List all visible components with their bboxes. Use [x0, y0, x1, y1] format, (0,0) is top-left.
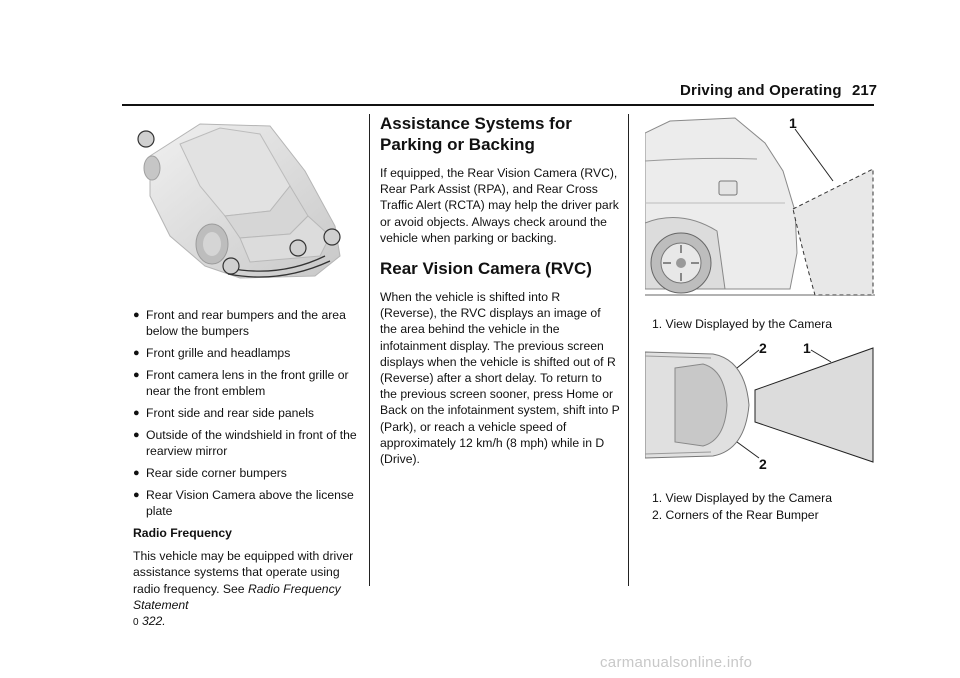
list-item: ●Outside of the windshield in front of t…: [133, 428, 357, 458]
list-item: ●Front side and rear side panels: [133, 406, 315, 420]
column-divider-left: [369, 114, 370, 586]
watermark-text: carmanualsonline.info: [600, 654, 753, 671]
rvc-paragraph: When the vehicle is shifted into R (Reve…: [380, 290, 620, 467]
figure-2-caption-1: 1. View Displayed by the Camera: [652, 491, 832, 505]
radio-frequency-heading: Radio Frequency: [133, 526, 232, 540]
section-heading-rear-vision-camera: Rear Vision Camera (RVC): [380, 259, 592, 279]
parking-assist-column: Assistance Systems for Parking or Backin…: [380, 113, 620, 467]
header-rule: [122, 104, 874, 106]
page-reference-icon: 0: [133, 617, 139, 629]
section-heading-assistance-systems: Assistance Systems for Parking or Backin…: [380, 114, 572, 154]
bullet-icon: ●: [133, 489, 140, 501]
page-reference[interactable]: 322.: [141, 614, 166, 629]
list-item: ●Front camera lens in the front grille o…: [133, 368, 349, 398]
sensor-location-list: ●Front and rear bumpers and the area bel…: [133, 307, 361, 631]
running-header-title: Driving and Operating: [680, 82, 842, 99]
bullet-icon: ●: [133, 309, 140, 321]
assistance-paragraph: If equipped, the Rear Vision Camera (RVC…: [380, 166, 619, 245]
column-divider-right: [628, 114, 629, 586]
list-item: ●Front and rear bumpers and the area bel…: [133, 308, 346, 338]
callout-1-top: 1: [803, 340, 811, 356]
bullet-icon: ●: [133, 407, 140, 419]
callout-2-top: 2: [759, 340, 767, 356]
figure-2-captions: 1. View Displayed by the Camera 2. Corne…: [652, 490, 832, 524]
list-item: ●Front grille and headlamps: [133, 346, 291, 360]
bullet-icon: ●: [133, 467, 140, 479]
bullet-icon: ●: [133, 369, 140, 381]
figure-1-caption: 1. View Displayed by the Camera: [652, 317, 832, 331]
rear-camera-top-view-figure: 2 1 2: [644, 340, 875, 472]
bullet-icon: ●: [133, 429, 140, 441]
figure-2-caption-2: 2. Corners of the Rear Bumper: [652, 508, 819, 522]
list-item: ●Rear side corner bumpers: [133, 466, 287, 480]
bullet-icon: ●: [133, 347, 140, 359]
list-item: ●Rear Vision Camera above the license pl…: [133, 488, 354, 518]
rear-camera-side-view-figure: 1: [644, 113, 875, 299]
radio-frequency-paragraph: This vehicle may be equipped with driver…: [133, 549, 354, 629]
page-number: 217: [852, 82, 878, 99]
radio-frequency-link[interactable]: Radio Frequency Statement: [133, 581, 341, 612]
car-sensor-locations-figure: [130, 116, 360, 288]
callout-2-bottom: 2: [759, 456, 767, 472]
callout-1: 1: [789, 115, 797, 131]
